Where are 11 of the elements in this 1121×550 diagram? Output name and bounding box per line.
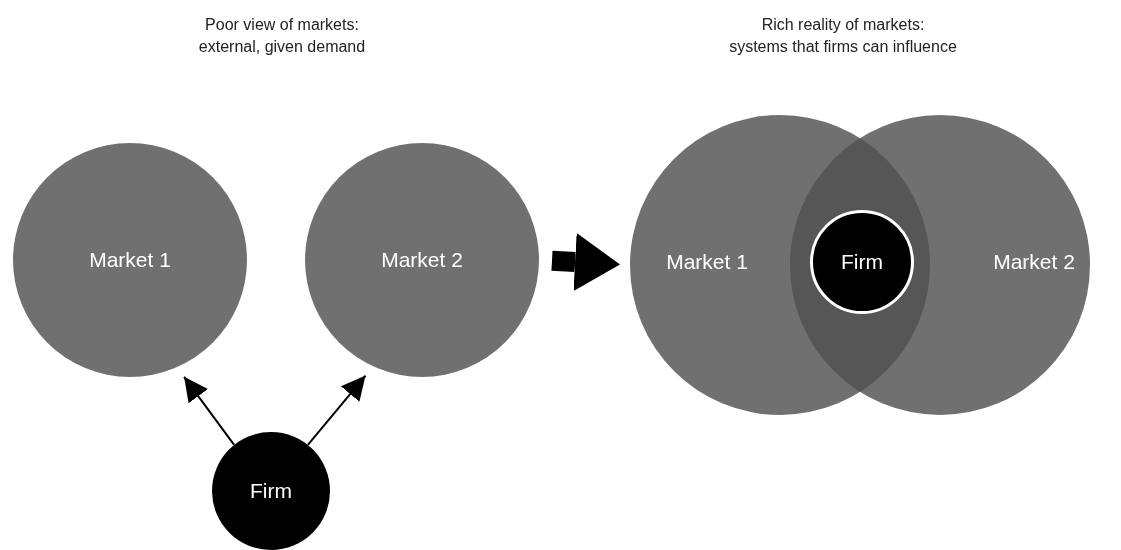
node-label: Market 2 [993,250,1075,274]
node-label: Market 1 [666,250,748,274]
node-label: Firm [250,479,292,503]
heading-text: Poor view of markets: external, given demand [197,15,367,57]
node-label: Market 1 [89,248,171,272]
node-label: Market 2 [381,248,463,272]
arrow [306,374,367,446]
block-arrow [551,233,620,291]
arrow [183,375,236,446]
node-label: Firm [841,250,883,274]
heading-text: Rich reality of markets: systems that firms can influence [728,15,958,57]
